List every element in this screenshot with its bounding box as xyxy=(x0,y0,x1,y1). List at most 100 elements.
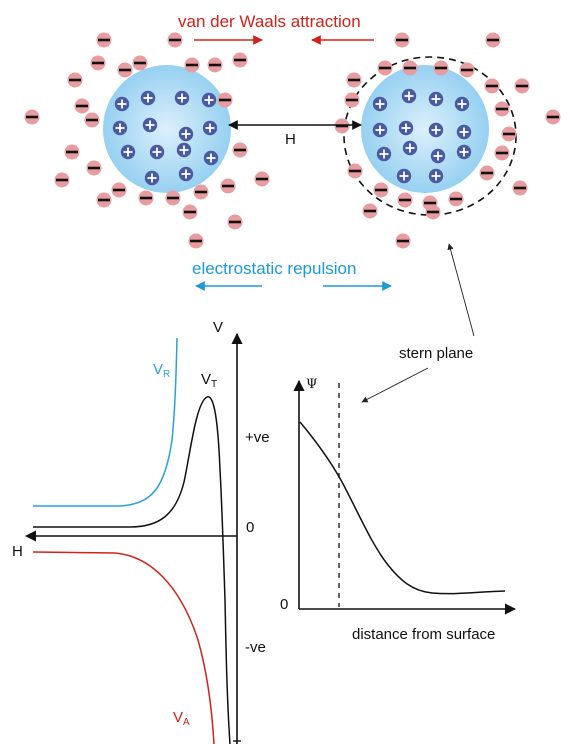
zero-label: 0 xyxy=(246,519,254,536)
positive-ion xyxy=(203,150,219,166)
negative-ion xyxy=(448,191,464,207)
negative-ion xyxy=(254,171,270,187)
attraction-label: van der Waals attraction xyxy=(178,12,361,31)
positive-ion xyxy=(456,124,472,140)
negative-ion xyxy=(425,204,441,220)
total-energy-curve xyxy=(33,396,231,744)
negative-ion xyxy=(117,62,133,78)
separation-label: H xyxy=(285,131,296,148)
negative-ion xyxy=(433,60,449,76)
stern-plane-label: stern plane xyxy=(399,345,473,362)
negative-ion xyxy=(167,32,183,48)
negative-ion xyxy=(54,172,70,188)
positive-ion xyxy=(401,88,417,104)
negative-ion xyxy=(346,72,362,88)
energy-x-axis-label: H xyxy=(12,543,23,560)
positive-ion xyxy=(398,120,414,136)
negative-ion xyxy=(165,190,181,206)
positive-ion xyxy=(178,166,194,182)
positive-ion xyxy=(114,96,130,112)
negative-ion xyxy=(501,126,517,142)
negative-ion xyxy=(74,98,90,114)
negative-ion xyxy=(96,192,112,208)
negative-ion xyxy=(397,192,413,208)
positive-ion xyxy=(142,117,158,133)
positive-ion xyxy=(376,146,392,162)
particle-illustration: H van der Waals attraction electrostatic… xyxy=(24,12,561,403)
negative-ion xyxy=(193,184,209,200)
left-particle xyxy=(103,65,231,193)
negative-ion xyxy=(377,60,393,76)
negative-ion xyxy=(545,109,561,125)
negative-ion xyxy=(344,92,360,108)
negative-ion xyxy=(217,92,233,108)
potential-x-axis-label: distance from surface xyxy=(352,626,495,643)
negative-ion xyxy=(494,101,510,117)
negative-ion xyxy=(96,32,112,48)
potential-y-axis-label: Ψ xyxy=(306,377,317,392)
positive-ion xyxy=(396,168,412,184)
positive-ion xyxy=(178,126,194,142)
positive-ion xyxy=(149,144,165,160)
repulsion-curve xyxy=(33,337,178,507)
positive-ion xyxy=(174,90,190,106)
total-curve-label: VT xyxy=(201,371,217,390)
energy-y-axis-label: V xyxy=(213,319,223,336)
repulsion-label: electrostatic repulsion xyxy=(192,259,356,278)
negative-ion xyxy=(111,182,127,198)
positive-ion xyxy=(140,90,156,106)
stern-plane-pointer-bottom xyxy=(361,367,429,403)
negative-ion xyxy=(182,204,198,220)
positive-ion xyxy=(456,144,472,160)
negative-ion xyxy=(512,180,528,196)
positive-ion xyxy=(120,144,136,160)
negative-ion xyxy=(67,72,83,88)
negative-ion xyxy=(227,214,243,230)
positive-ion xyxy=(428,122,444,138)
stern-plane-pointer-top xyxy=(447,243,475,337)
potential-zero-label: 0 xyxy=(280,596,288,613)
negative-ion xyxy=(84,112,100,128)
negative-ion xyxy=(24,109,40,125)
negative-ion xyxy=(479,165,495,181)
negative-ion xyxy=(232,142,248,158)
negative-ion xyxy=(334,118,350,134)
negative-ion xyxy=(514,78,530,94)
negative-ion xyxy=(394,32,410,48)
negative-ion xyxy=(232,52,248,68)
negative-label: -ve xyxy=(245,639,266,656)
right-particle xyxy=(361,65,489,193)
negative-ion xyxy=(485,32,501,48)
negative-ion xyxy=(459,62,475,78)
positive-ion xyxy=(428,91,444,107)
negative-ion xyxy=(484,78,500,94)
negative-ion xyxy=(132,55,148,71)
negative-ion xyxy=(64,144,80,160)
positive-ion xyxy=(430,148,446,164)
negative-ions xyxy=(24,32,561,249)
attraction-curve-label: VA xyxy=(173,709,190,728)
positive-ion xyxy=(372,96,388,112)
positive-ion xyxy=(201,92,217,108)
negative-ion xyxy=(220,178,236,194)
negative-ion xyxy=(395,233,411,249)
positive-ion xyxy=(144,170,160,186)
positive-ion xyxy=(428,168,444,184)
potential-plot: Ψ 0 distance from surface xyxy=(280,377,517,643)
positive-ion xyxy=(176,142,192,158)
repulsion-curve-label: VR xyxy=(153,361,170,380)
positive-label: +ve xyxy=(245,429,270,446)
negative-ion xyxy=(494,145,510,161)
potential-curve xyxy=(299,421,506,595)
negative-ion xyxy=(188,233,204,249)
negative-ion xyxy=(402,60,418,76)
negative-ion xyxy=(373,182,389,198)
negative-ion xyxy=(138,190,154,206)
positive-ion xyxy=(202,120,218,136)
positive-ion xyxy=(454,96,470,112)
positive-ion xyxy=(372,122,388,138)
negative-ion xyxy=(362,203,378,219)
negative-ion xyxy=(207,57,223,73)
negative-ion xyxy=(347,163,363,179)
